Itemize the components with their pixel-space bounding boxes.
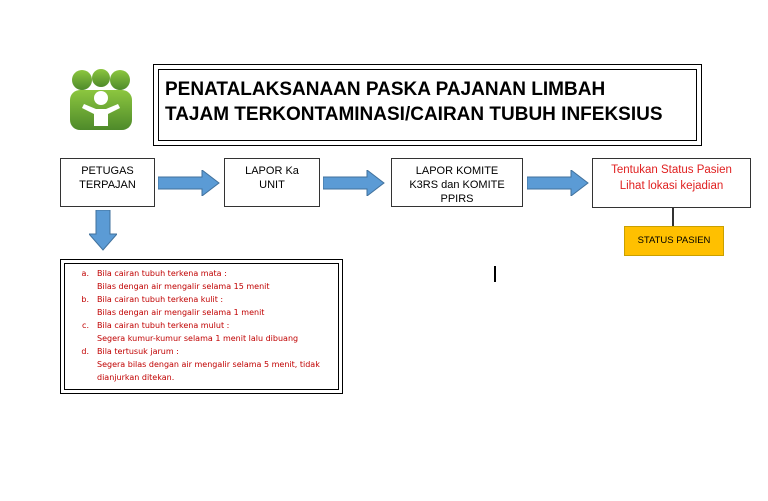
arrow-down-icon bbox=[89, 210, 117, 251]
instruction-heading: Bila cairan tubuh terkena mata : bbox=[97, 269, 227, 278]
status-pasien-box: STATUS PASIEN bbox=[624, 226, 724, 256]
title-line-2: TAJAM TERKONTAMINASI/CAIRAN TUBUH INFEKS… bbox=[165, 104, 663, 125]
step3-line-3: PPIRS bbox=[440, 193, 474, 205]
step3-line-2: K3RS dan KOMITE bbox=[409, 179, 505, 191]
instructions-box: a. Bila cairan tubuh terkena mata : Bilas… bbox=[64, 263, 339, 390]
instruction-letter: b. bbox=[81, 295, 89, 304]
instruction-letter: d. bbox=[81, 347, 89, 356]
instruction-item-c: c. Bila cairan tubuh terkena mulut : Sege… bbox=[69, 319, 338, 345]
status-connector-line bbox=[672, 208, 674, 226]
title-frame bbox=[153, 64, 702, 146]
diagram-title: PENATALAKSANAAN PASKA PAJANAN LIMBAH TAJ… bbox=[158, 69, 697, 141]
instruction-detail: Bilas dengan air mengalir selama 1 menit bbox=[97, 308, 265, 317]
people-group-logo-icon bbox=[68, 68, 134, 132]
instructions-frame bbox=[60, 259, 343, 394]
instruction-item-a: a. Bila cairan tubuh terkena mata : Bilas… bbox=[69, 267, 338, 293]
instruction-item-b: b. Bila cairan tubuh terkena kulit : Bila… bbox=[69, 293, 338, 319]
instruction-item-d: d. Bila tertusuk jarum : Segera bilas den… bbox=[69, 345, 338, 384]
step-lapor-ka-unit: LAPOR Ka UNIT bbox=[224, 158, 320, 207]
step1-line-1: PETUGAS bbox=[81, 165, 134, 177]
step-petugas-terpajan: PETUGAS TERPAJAN bbox=[60, 158, 155, 207]
step2-line-1: LAPOR Ka bbox=[245, 165, 299, 177]
step2-line-2: UNIT bbox=[259, 179, 285, 191]
step-lapor-komite: LAPOR KOMITE K3RS dan KOMITE PPIRS bbox=[391, 158, 523, 207]
instructions-list: a. Bila cairan tubuh terkena mata : Bilas… bbox=[69, 267, 338, 384]
instruction-detail: Segera bilas dengan air mengalir selama … bbox=[97, 360, 320, 369]
arrow-right-icon bbox=[527, 170, 589, 196]
title-line-1: PENATALAKSANAAN PASKA PAJANAN LIMBAH bbox=[165, 79, 606, 100]
step4-line-1: Tentukan Status Pasien bbox=[611, 164, 732, 176]
arrow-right-icon bbox=[323, 170, 385, 196]
instruction-heading: Bila cairan tubuh terkena kulit : bbox=[97, 295, 224, 304]
arrow-right-icon bbox=[158, 170, 220, 196]
instruction-letter: c. bbox=[82, 321, 89, 330]
step-tentukan-status: Tentukan Status Pasien Lihat lokasi keja… bbox=[592, 158, 751, 208]
step3-line-1: LAPOR KOMITE bbox=[415, 165, 499, 177]
instruction-heading: Bila cairan tubuh terkena mulut : bbox=[97, 321, 230, 330]
step4-line-2: Lihat lokasi kejadian bbox=[619, 180, 724, 192]
instruction-letter: a. bbox=[81, 269, 89, 278]
instruction-heading: Bila tertusuk jarum : bbox=[97, 347, 179, 356]
step1-line-2: TERPAJAN bbox=[79, 179, 136, 191]
text-cursor bbox=[494, 266, 496, 282]
instruction-detail: dianjurkan ditekan. bbox=[97, 373, 175, 382]
instruction-detail: Bilas dengan air mengalir selama 15 meni… bbox=[97, 282, 270, 291]
instruction-detail: Segera kumur-kumur selama 1 menit lalu d… bbox=[97, 334, 299, 343]
